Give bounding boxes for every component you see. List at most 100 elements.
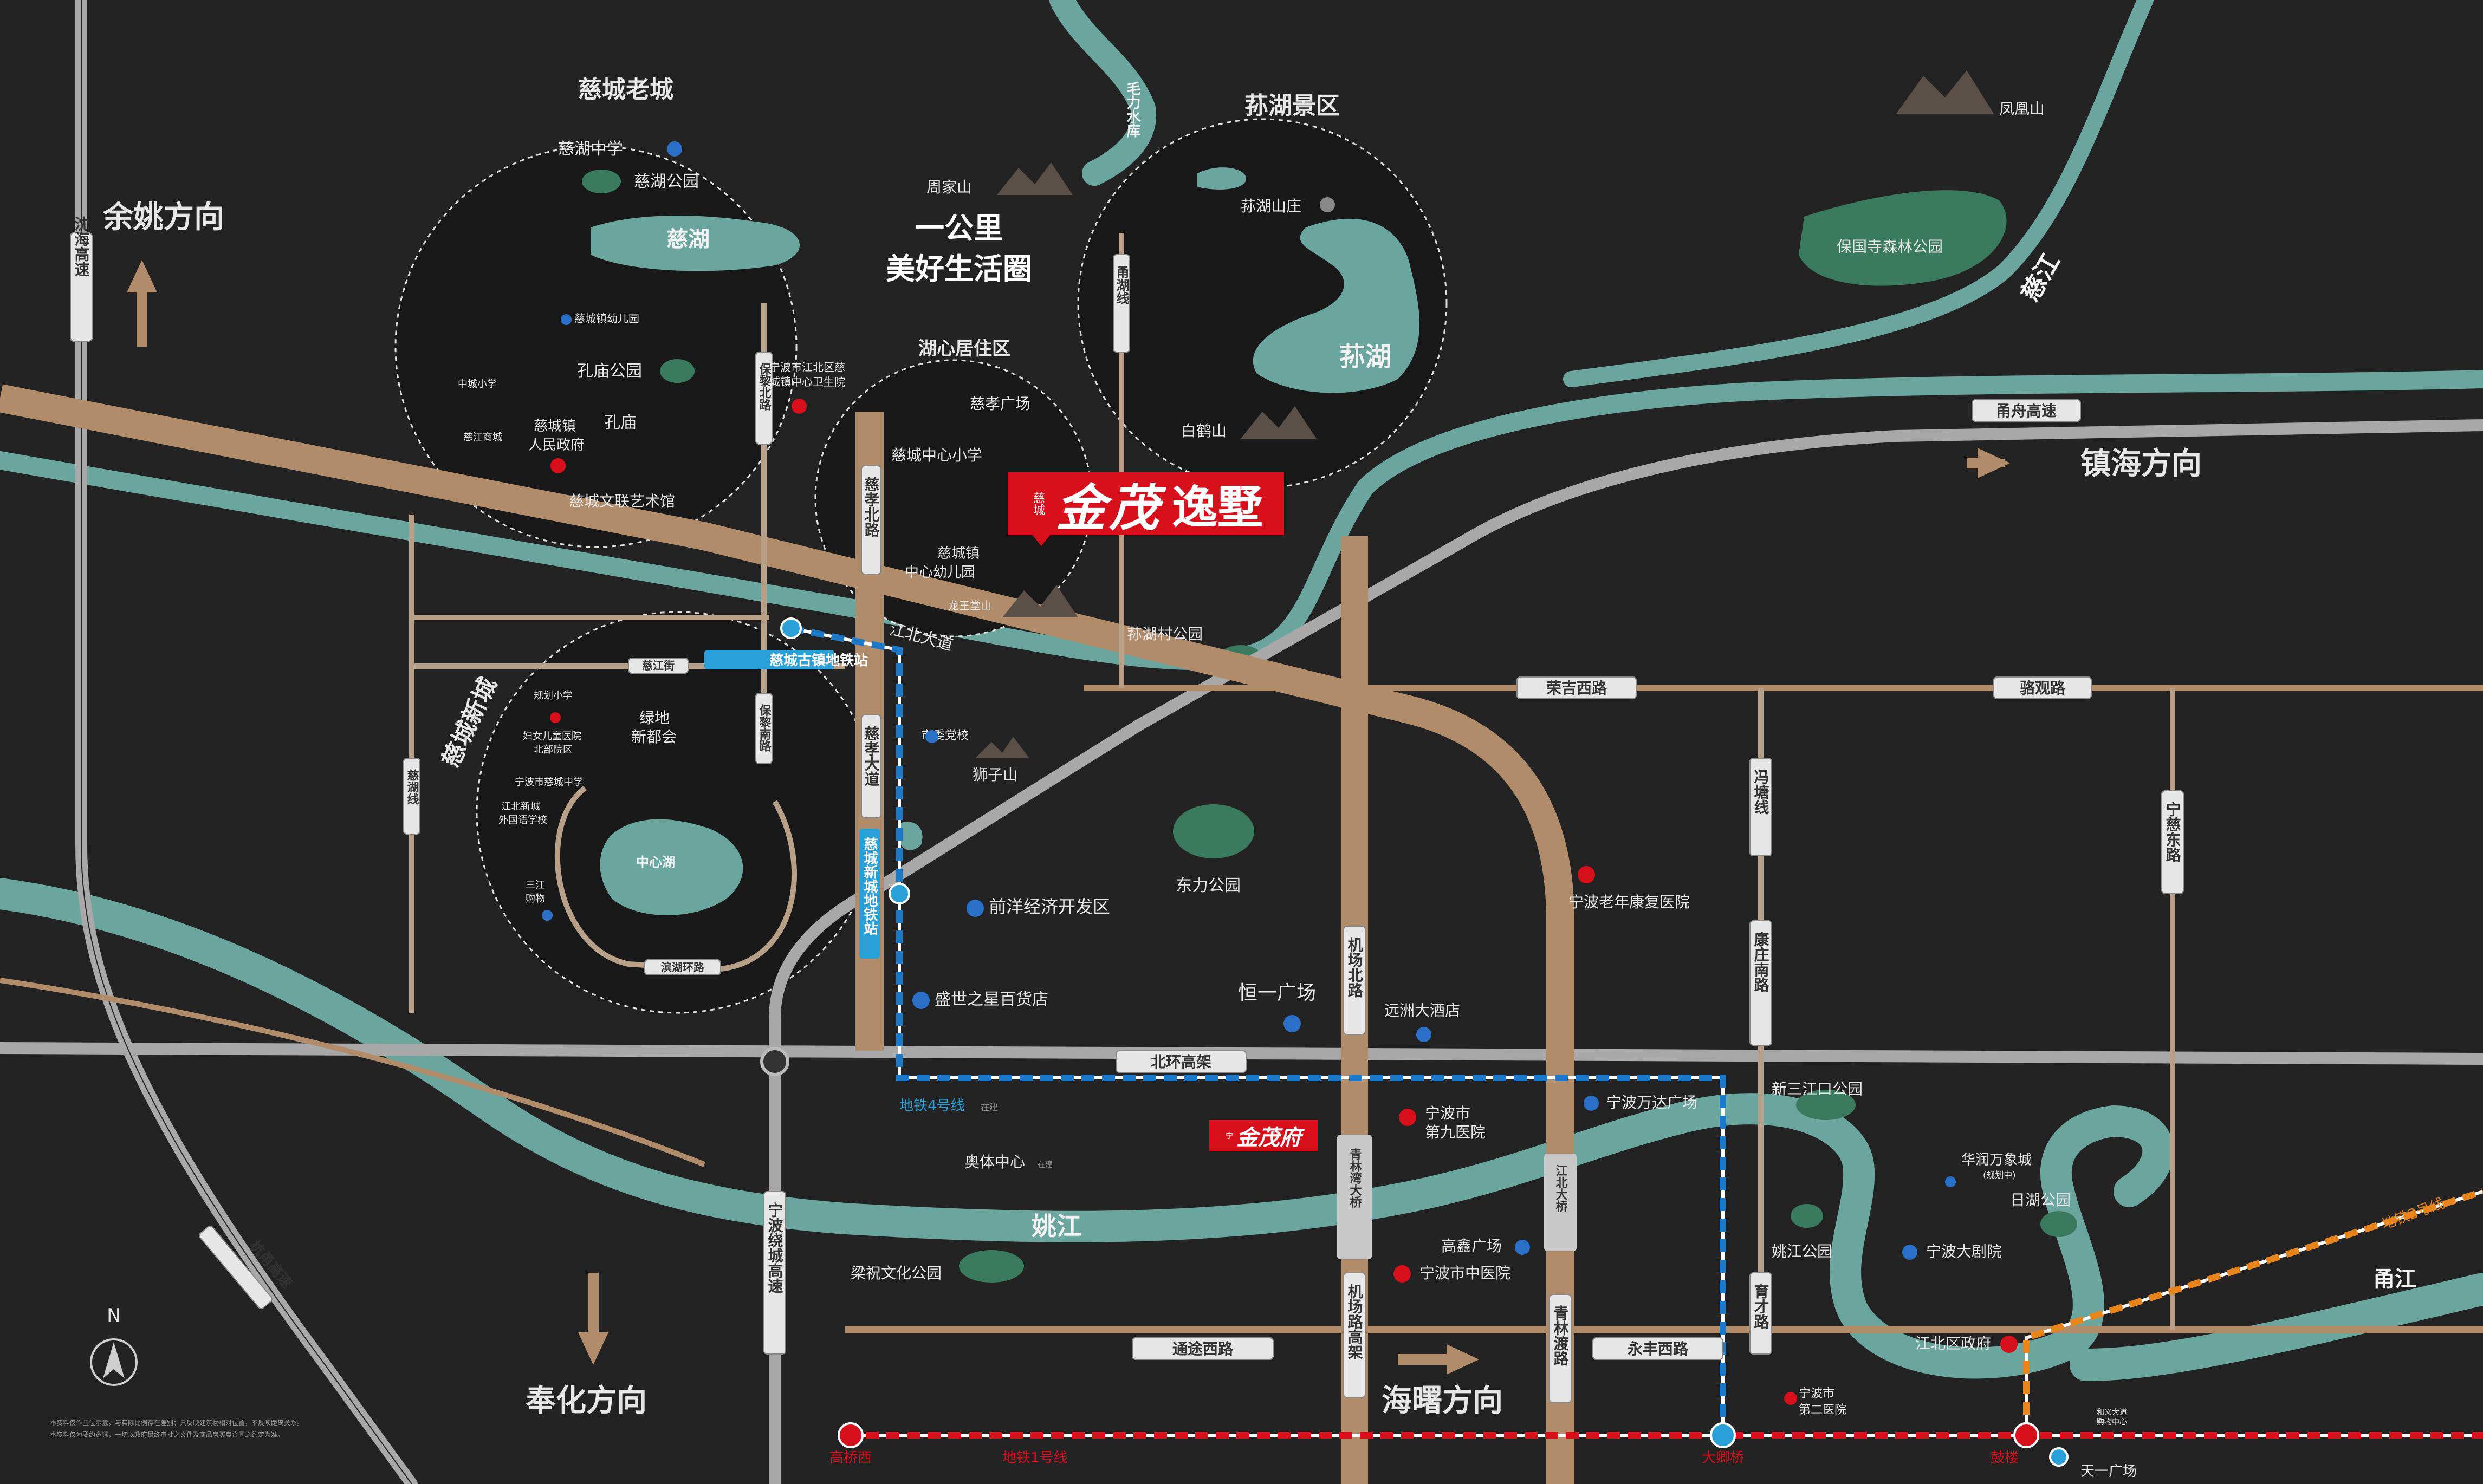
yongjiang-river <box>2070 1273 2483 1381</box>
gov-star-icon <box>2000 1336 2018 1353</box>
yucai-label: 育才路 <box>1752 1283 1770 1329</box>
jiangbei-dadao <box>0 384 1574 1484</box>
binhu-label: 滨湖环路 <box>661 961 705 974</box>
poi-labels: 慈湖中学 慈湖公园 慈城镇幼儿园 孔庙公园 孔庙 中城小学 慈江商城 慈城镇 人… <box>458 100 2127 1427</box>
qinglindu-label: 青林渡路 <box>1552 1305 1570 1366</box>
poi-baiheshan: 白鹤山 <box>1181 422 1227 440</box>
shenhai-label: 沈海高速 <box>73 216 90 277</box>
poi-children-1: 妇女儿童医院 <box>523 731 581 742</box>
poi-qianyang: 前洋经济开发区 <box>989 896 1110 917</box>
secondary-logo-main: 金茂府 <box>1236 1125 1301 1150</box>
disclaimer-line-1: 本资料仅作区位示意，与实际比例存在差别；只反映建筑物相对位置，不反映距离关系。 <box>50 1419 304 1427</box>
north-label: N <box>107 1305 120 1326</box>
station-gaoqiaoxi-icon <box>838 1422 864 1448</box>
secondary-logo-small: 宁 <box>1226 1132 1233 1141</box>
yongjiang-label: 甬江 <box>2373 1267 2416 1292</box>
line1-label: 地铁1号线 <box>1002 1450 1068 1466</box>
yongfeng-label: 永丰西路 <box>1628 1340 1689 1358</box>
station-daqiqiao-label: 大卿桥 <box>1702 1450 1744 1466</box>
kangzhuang-label: 康庄南路 <box>1752 931 1770 992</box>
arrow-right-icon-2 <box>1398 1344 1479 1375</box>
hospital-icon <box>792 399 807 414</box>
poi-sanjiang-1: 三江 <box>526 880 545 891</box>
disclaimer: 本资料仅作区位示意，与实际比例存在差别；只反映建筑物相对位置，不反映距离关系。 … <box>50 1417 429 1441</box>
poi-cihu-school: 慈湖中学 <box>558 140 623 159</box>
station-guzhen-label: 慈城古镇地铁站 <box>769 652 868 669</box>
hospital-icon <box>550 712 561 723</box>
poi-cicheng-middle: 宁波市慈城中学 <box>515 777 583 788</box>
poi-heyi-1: 和义大道 <box>2097 1408 2127 1417</box>
haishu-direction: 海曙方向 <box>1382 1383 1503 1418</box>
secondary-project-logo: 宁 金茂府 <box>1209 1120 1318 1151</box>
cijiang-jie-label: 慈江街 <box>642 659 675 672</box>
poi-zhongcheng: 中城小学 <box>458 379 497 390</box>
poi-cicheng-kg-2: 中心幼儿园 <box>905 564 975 581</box>
mountain-icons <box>975 70 1994 758</box>
landmark-icon <box>1515 1240 1530 1255</box>
arrow-up-icon <box>127 260 157 347</box>
binhu-huanlu <box>554 785 797 973</box>
poi-children-2: 北部院区 <box>534 744 573 756</box>
landmark-icon <box>1945 1176 1956 1187</box>
southwest-road <box>0 978 705 1167</box>
poi-cihu-park: 慈湖公园 <box>634 172 699 191</box>
poi-health-2: 城镇中心卫生院 <box>769 375 845 388</box>
poi-longwangtang: 龙王堂山 <box>948 599 991 612</box>
poi-rihu: 日湖公园 <box>2010 1191 2071 1209</box>
poi-second-1: 宁波市 <box>1799 1387 1834 1401</box>
tongtu-label: 通途西路 <box>1172 1340 1234 1358</box>
yuyao-direction: 余姚方向 <box>102 200 224 235</box>
school-icon <box>561 314 572 325</box>
poi-aoti: 奥体中心 <box>964 1153 1025 1171</box>
road-labels: 沈海高速 通途西路 永丰西路 北环高架 甬舟高速 荣吉西路 骆观路 冯塘线 康庄… <box>73 216 2182 1366</box>
project-logo: 慈城 金茂 逸墅 <box>1008 472 1284 537</box>
hospital-icon <box>1393 1265 1411 1283</box>
hospital-icon <box>1399 1109 1416 1126</box>
landmark-icon <box>1416 1027 1431 1042</box>
direction-labels: 余姚方向 镇海方向 奉化方向 海曙方向 <box>102 200 2202 1418</box>
rongji-label: 荣吉西路 <box>1546 679 1607 697</box>
line4-label: 地铁4号线 <box>899 1098 965 1114</box>
poi-ninth-2: 第九医院 <box>1425 1123 1486 1141</box>
slogan: 一公里 美好生活圈 <box>886 211 1032 286</box>
poi-greenland-2: 新都会 <box>631 728 677 746</box>
poi-shengshi: 盛世之星百货店 <box>935 990 1048 1009</box>
cixiao-dadao-label: 慈孝大道 <box>863 725 880 786</box>
poi-cixiao-square: 慈孝广场 <box>970 395 1030 413</box>
landmark-icon <box>542 910 553 921</box>
cihu-park-shape <box>582 170 621 193</box>
dongli-park-shape <box>1173 804 1254 858</box>
station-gulou-icon <box>2013 1422 2039 1448</box>
cihu-label: 慈湖 <box>666 227 710 252</box>
metro-stations <box>780 617 2069 1467</box>
mountain-icon <box>1896 70 1994 114</box>
poi-cicheng-primary: 慈城中心小学 <box>891 446 982 464</box>
gov-star-icon <box>550 458 566 473</box>
station-guzhen-icon <box>780 617 802 639</box>
poi-foreign-1: 江北新城 <box>501 801 540 812</box>
project-logo-small: 慈城 <box>1030 492 1045 516</box>
poi-sanjiang-2: 购物 <box>526 893 545 904</box>
landmark-icon <box>1902 1245 1917 1260</box>
qinglinwan-label: 青林湾大桥 <box>1348 1148 1362 1208</box>
poi-huarun-2: (规划中) <box>1983 1170 2016 1180</box>
sunhu-pond <box>1197 167 1246 190</box>
metro-xincheng-plate <box>859 829 880 959</box>
arrow-down-icon <box>578 1273 608 1365</box>
poi-gov-2: 人民政府 <box>528 437 585 453</box>
maoli-reservoir <box>1049 0 1157 186</box>
station-daqiqiao-icon <box>1710 1422 1736 1448</box>
line4-note: 在建 <box>981 1102 998 1112</box>
area-circles <box>394 118 1448 1014</box>
landmark-icon <box>1283 1015 1301 1032</box>
poi-guifan: 规划小学 <box>534 690 573 701</box>
cihu-xian-label: 慈湖线 <box>405 769 419 805</box>
poi-gov-1: 慈城镇 <box>534 418 576 434</box>
poi-cijiang-mall: 慈江商城 <box>463 432 502 443</box>
project-logo-main: 金茂 <box>1055 478 1162 537</box>
road-plates <box>70 232 2184 1403</box>
fenghua-direction: 奉化方向 <box>526 1383 647 1418</box>
mountain-icon <box>1241 406 1317 439</box>
yongzhou-label: 甬舟高速 <box>1996 402 2057 420</box>
